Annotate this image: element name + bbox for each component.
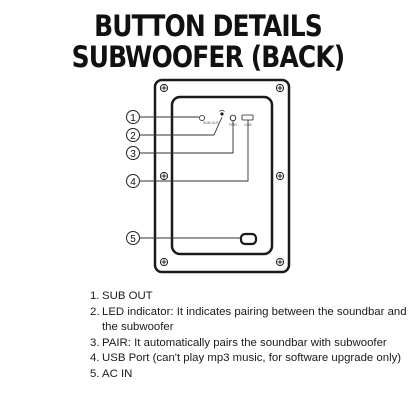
screw-icon [159,83,169,93]
title-line-2: SUBWOOFER (BACK) [71,40,346,74]
inner-panel [170,95,274,256]
svg-text:2: 2 [130,131,136,142]
screw-icon [159,257,169,267]
led-indicator [220,112,224,116]
callout-4: 4 [126,174,140,188]
list-item: 3.PAIR: It automatically pairs the sound… [90,336,387,349]
sub-out-label: SUB OUT [203,121,220,125]
screw-icon [159,171,169,181]
callout-5: 5 [126,231,140,245]
svg-text:4: 4 [130,177,136,188]
svg-text:1: 1 [130,113,136,124]
callout-3: 3 [126,146,140,160]
button-description-list: 1.SUB OUT 2.LED indicator: It indicates … [90,289,410,382]
list-item: 2.LED indicator: It indicates pairing be… [90,305,407,334]
list-item: 4.USB Port (can't play mp3 music, for so… [90,352,402,364]
callout-2: 2 [126,128,140,142]
leader-lines [139,116,249,239]
ac-in-socket [239,232,258,246]
list-item: 1.SUB OUT [90,290,153,302]
pair-button [229,114,237,122]
sub-out-port [198,115,205,122]
screw-icon [275,83,285,93]
screw-icon [275,171,285,181]
usb-port [241,114,254,121]
callout-1: 1 [126,110,140,124]
screw-icon [275,257,285,267]
list-item: 5.AC IN [90,367,133,380]
title-line-1: BUTTON DETAILS [94,9,323,43]
svg-text:5: 5 [130,234,136,245]
svg-text:3: 3 [130,149,136,160]
